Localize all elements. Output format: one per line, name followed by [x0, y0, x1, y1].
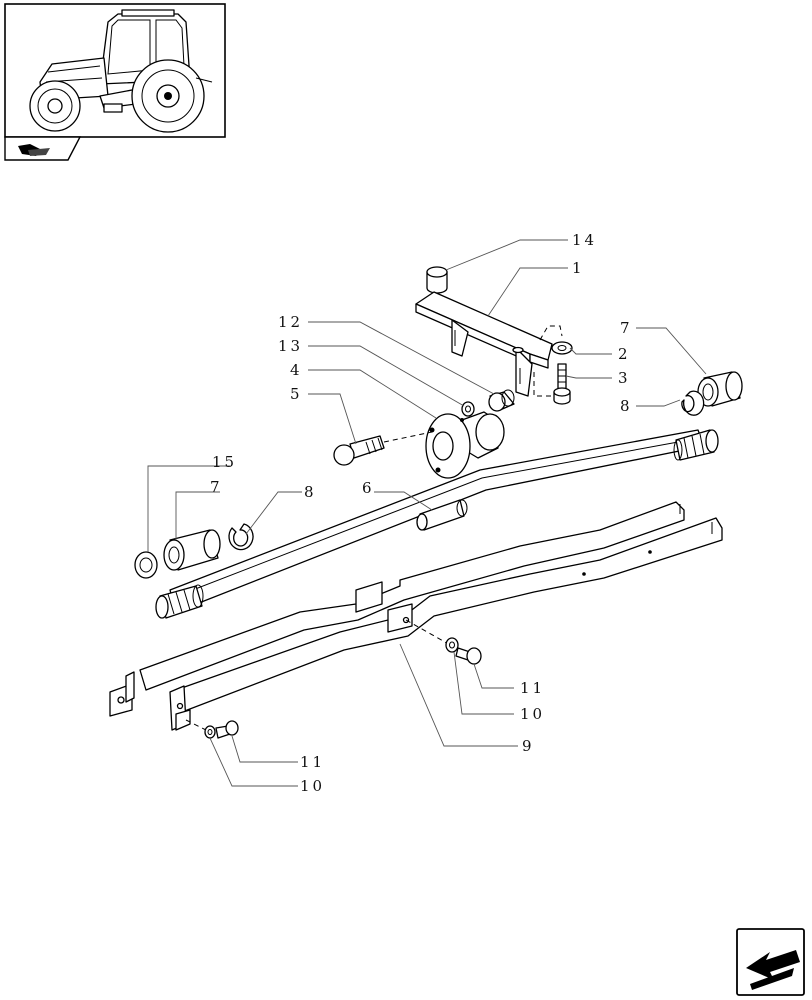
callout-9: 9	[522, 737, 535, 755]
part-6-shaft	[155, 429, 719, 619]
callout-10-right: 10	[520, 705, 545, 723]
callout-5: 5	[290, 385, 303, 403]
part-7-sleeve-right	[697, 371, 743, 407]
callout-12: 12	[278, 313, 303, 331]
part-2-washer	[551, 341, 573, 355]
callout-2: 2	[618, 345, 631, 363]
part-1-bracket	[415, 291, 553, 397]
callout-3: 3	[618, 369, 631, 387]
callout-15: 15	[212, 453, 237, 471]
part-3-bolt	[553, 363, 571, 405]
previous-page-arrow-icon[interactable]	[736, 928, 805, 996]
part-8-circlip-right	[681, 390, 705, 416]
part-11-bolt-left	[215, 720, 239, 739]
part-15-washer	[134, 551, 158, 579]
part-10-washer-left	[204, 725, 216, 739]
section-arrow-icon[interactable]	[4, 136, 82, 161]
part-13-washer	[461, 401, 475, 417]
callout-11-left: 11	[300, 753, 325, 771]
part-11-bolt-right	[455, 647, 482, 665]
callout-10-left: 10	[300, 777, 325, 795]
part-8-circlip-left	[228, 523, 254, 551]
part-5-bolt	[333, 435, 385, 466]
callout-6: 6	[362, 479, 375, 497]
part-14-cap	[426, 266, 448, 294]
callout-8-right: 8	[620, 397, 633, 415]
callout-11-right: 11	[520, 679, 545, 697]
part-7-sleeve-left	[163, 529, 221, 571]
callout-14: 14	[572, 231, 597, 249]
callout-8-left: 8	[304, 483, 317, 501]
part-12-bush	[488, 389, 515, 412]
callout-7-right: 7	[620, 319, 633, 337]
part-9-frame	[109, 501, 723, 731]
part-10-washer-right	[445, 637, 459, 653]
leader-lines	[147, 239, 707, 787]
part-4-flange-hub	[425, 411, 505, 479]
tractor-thumbnail[interactable]	[4, 3, 226, 138]
callout-1: 1	[572, 259, 585, 277]
callout-labels: 14 1 12 13 4 5 2 3 7 8 15 7 8 6 11 10 9 …	[210, 231, 633, 795]
callout-13: 13	[278, 337, 303, 355]
callout-7-left: 7	[210, 478, 223, 496]
callout-4: 4	[290, 361, 303, 379]
